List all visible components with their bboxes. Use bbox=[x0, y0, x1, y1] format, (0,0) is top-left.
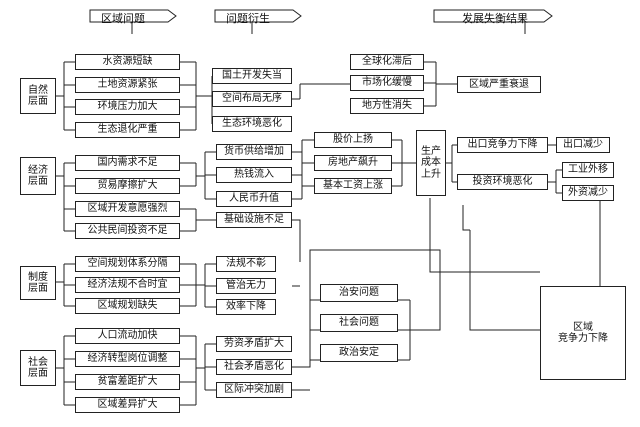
level-institutional: 制度 层面 bbox=[20, 266, 56, 300]
node-mgmt-weak: 管治无力 bbox=[216, 278, 276, 294]
node-fdi-down: 外资减少 bbox=[562, 185, 614, 201]
node-water: 水资源短缺 bbox=[75, 54, 180, 70]
node-recession: 区域严重衰退 bbox=[457, 76, 541, 93]
header-region-problems: 区域问题 bbox=[101, 12, 145, 25]
node-regional-gap: 区域差异扩大 bbox=[75, 397, 180, 413]
node-political: 政治安定 bbox=[320, 344, 398, 362]
header-imbalance-results: 发展失衡结果 bbox=[462, 12, 528, 25]
node-wages: 基本工资上涨 bbox=[314, 178, 392, 194]
node-stock: 股价上扬 bbox=[314, 132, 392, 148]
node-security: 治安问题 bbox=[320, 284, 398, 302]
node-infra: 基础设施不足 bbox=[216, 212, 292, 228]
node-regional-comp: 区域 竞争力下降 bbox=[540, 286, 626, 380]
header-arrow-1 bbox=[89, 9, 177, 23]
node-production-cost: 生产 成本 上升 bbox=[416, 130, 446, 196]
node-regional-plan: 区域规划缺失 bbox=[75, 298, 180, 314]
node-law-weak: 法规不彰 bbox=[216, 256, 276, 272]
header-derived-problems: 问题衍生 bbox=[226, 12, 270, 25]
node-eco-env: 生态环境恶化 bbox=[212, 116, 292, 132]
node-housing: 房地产飙升 bbox=[314, 155, 392, 171]
node-env-pressure: 环境压力加大 bbox=[75, 99, 180, 115]
node-export-down: 出口减少 bbox=[556, 137, 610, 153]
node-wealth-gap: 贫富差距扩大 bbox=[75, 374, 180, 390]
header-arrow-2 bbox=[214, 9, 302, 23]
node-spatial-disorder: 空间布局无序 bbox=[212, 91, 292, 107]
node-land-dev: 国土开发失当 bbox=[212, 68, 292, 84]
node-population: 人口流动加快 bbox=[75, 328, 180, 344]
node-invest-env: 投资环境恶化 bbox=[457, 174, 548, 190]
node-labor: 劳资矛盾扩大 bbox=[216, 336, 292, 352]
node-land: 土地资源紧张 bbox=[75, 77, 180, 93]
node-inter-region: 区际冲突加剧 bbox=[216, 382, 292, 398]
node-spatial-planning: 空间规划体系分隔 bbox=[75, 256, 180, 272]
node-export-comp: 出口竞争力下降 bbox=[457, 137, 548, 153]
level-natural: 自然 层面 bbox=[20, 78, 56, 114]
level-social: 社会 层面 bbox=[20, 350, 56, 386]
node-money-supply: 货币供给增加 bbox=[216, 144, 292, 160]
node-rmb: 人民币升值 bbox=[216, 191, 292, 207]
node-globalization: 全球化滞后 bbox=[350, 54, 424, 70]
node-econ-law: 经济法规不合时宜 bbox=[75, 277, 180, 293]
node-marketization: 市场化缓慢 bbox=[350, 75, 424, 91]
node-public-invest: 公共民间投资不足 bbox=[75, 223, 180, 239]
node-transition: 经济转型岗位调整 bbox=[75, 351, 180, 367]
level-economic: 经济 层面 bbox=[20, 157, 56, 195]
header-arrow-3 bbox=[433, 9, 553, 23]
node-industry-out: 工业外移 bbox=[562, 162, 614, 178]
node-efficiency: 效率下降 bbox=[216, 299, 276, 315]
node-regional-will: 区域开发意愿强烈 bbox=[75, 201, 180, 217]
node-domestic-demand: 国内需求不足 bbox=[75, 155, 180, 171]
node-hot-money: 热钱流入 bbox=[216, 167, 292, 183]
node-social-issue: 社会问题 bbox=[320, 314, 398, 332]
node-eco-worsen: 生态退化严重 bbox=[75, 122, 180, 138]
node-social-conflict: 社会矛盾恶化 bbox=[216, 359, 292, 375]
node-trade-friction: 贸易摩擦扩大 bbox=[75, 178, 180, 194]
node-locality: 地方性消失 bbox=[350, 98, 424, 114]
